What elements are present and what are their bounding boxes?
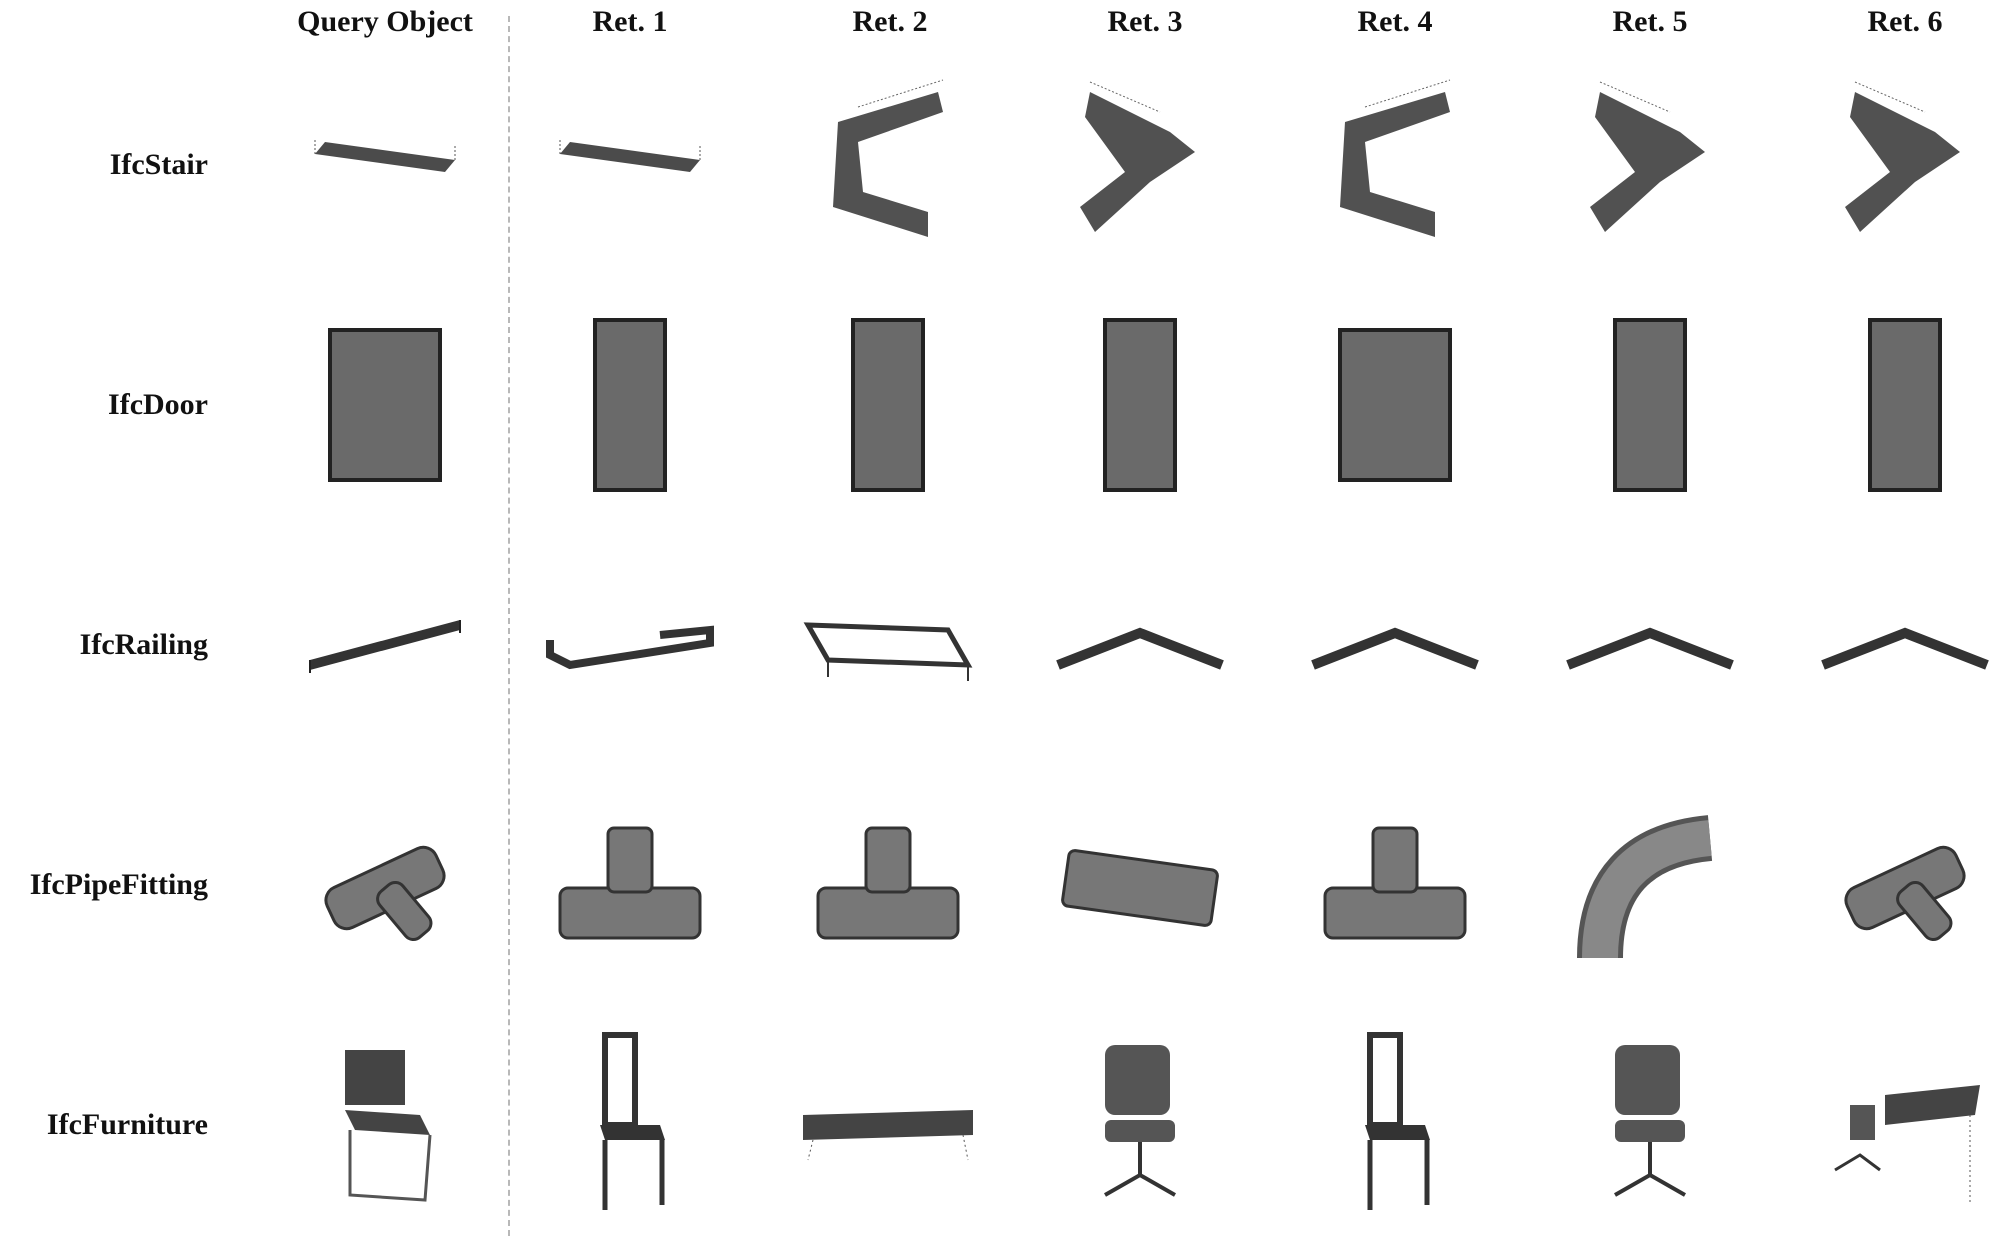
row-label-ifcstair: IfcStair bbox=[109, 148, 208, 181]
v-stair-icon bbox=[1590, 81, 1705, 232]
ifcrailing-query-pointcloud bbox=[275, 545, 495, 745]
chair-desk-icon bbox=[1834, 1085, 1980, 1205]
ifcfurniture-ret-1-pointcloud bbox=[520, 1025, 740, 1225]
ifcpipefitting-ret-5-pointcloud bbox=[1540, 788, 1760, 988]
ifcfurniture-ret-4-pointcloud bbox=[1285, 1025, 1505, 1225]
office-chair-icon bbox=[1104, 1045, 1176, 1197]
office-chair-icon bbox=[1614, 1045, 1686, 1197]
wye-fitting-icon bbox=[324, 845, 446, 942]
tee-fitting-icon bbox=[1323, 826, 1467, 940]
angled-railing-icon bbox=[1821, 627, 1989, 670]
column-header-ret-2: Ret. 2 bbox=[852, 5, 928, 38]
ifcdoor-ret-2-pointcloud bbox=[778, 305, 998, 505]
ifcstair-ret-3-pointcloud bbox=[1030, 62, 1250, 262]
wye-fitting-icon bbox=[1844, 845, 1966, 942]
u-railing-icon bbox=[546, 625, 714, 670]
row-label-ifcrailing: IfcRailing bbox=[79, 628, 208, 661]
row-label-ifcfurniture: IfcFurniture bbox=[46, 1108, 208, 1141]
ifcpipefitting-ret-4-pointcloud bbox=[1285, 788, 1505, 988]
ifcrailing-ret-1-pointcloud bbox=[520, 545, 740, 745]
ifcfurniture-ret-5-pointcloud bbox=[1540, 1025, 1760, 1225]
ifcrailing-ret-6-pointcloud bbox=[1795, 545, 2000, 745]
v-stair-icon bbox=[1080, 81, 1195, 232]
ifcdoor-query-pointcloud bbox=[275, 305, 495, 505]
column-header-ret-4: Ret. 4 bbox=[1357, 5, 1433, 38]
ifcpipefitting-ret-2-pointcloud bbox=[778, 788, 998, 988]
ifcfurniture-ret-6-pointcloud bbox=[1795, 1025, 2000, 1225]
ifcfurniture-query-pointcloud bbox=[275, 1025, 495, 1225]
query-divider bbox=[508, 16, 510, 1236]
ifcdoor-ret-5-pointcloud bbox=[1540, 305, 1760, 505]
ifcpipefitting-query-pointcloud bbox=[275, 788, 495, 988]
column-header-ret-3: Ret. 3 bbox=[1107, 5, 1183, 38]
narrow-door-icon bbox=[1868, 318, 1942, 492]
ifcpipefitting-ret-6-pointcloud bbox=[1795, 788, 2000, 988]
ifcfurniture-ret-2-pointcloud bbox=[778, 1025, 998, 1225]
ifcdoor-ret-1-pointcloud bbox=[520, 305, 740, 505]
tall-chair-icon bbox=[600, 1032, 665, 1210]
l-stair-icon bbox=[1340, 79, 1451, 237]
table-set-icon bbox=[803, 1110, 973, 1161]
ifcdoor-ret-4-pointcloud bbox=[1285, 305, 1505, 505]
ifcrailing-ret-5-pointcloud bbox=[1540, 545, 1760, 745]
ifcstair-ret-1-pointcloud bbox=[520, 62, 740, 262]
ifcstair-ret-4-pointcloud bbox=[1285, 62, 1505, 262]
column-header-query: Query Object bbox=[297, 5, 473, 38]
ifcstair-ret-2-pointcloud bbox=[778, 62, 998, 262]
ifcstair-ret-5-pointcloud bbox=[1540, 62, 1760, 262]
tee-fitting-icon bbox=[816, 826, 960, 940]
narrow-door-icon bbox=[1613, 318, 1687, 492]
column-header-ret-6: Ret. 6 bbox=[1867, 5, 1943, 38]
angled-railing-icon bbox=[1056, 627, 1224, 670]
straight-fitting-icon bbox=[1061, 849, 1219, 927]
ifcrailing-ret-2-pointcloud bbox=[778, 545, 998, 745]
row-label-ifcpipefitting: IfcPipeFitting bbox=[29, 868, 208, 901]
ifcrailing-ret-4-pointcloud bbox=[1285, 545, 1505, 745]
angled-railing-icon bbox=[1311, 627, 1479, 670]
l-stair-icon bbox=[833, 79, 944, 237]
tall-chair-icon bbox=[1365, 1032, 1430, 1210]
ifcdoor-ret-6-pointcloud bbox=[1795, 305, 2000, 505]
column-header-ret-5: Ret. 5 bbox=[1612, 5, 1688, 38]
ifcrailing-ret-3-pointcloud bbox=[1030, 545, 1250, 745]
narrow-door-icon bbox=[1103, 318, 1177, 492]
column-header-ret-1: Ret. 1 bbox=[592, 5, 668, 38]
straight-railing-icon bbox=[309, 620, 461, 673]
elbow-fitting-icon bbox=[1577, 815, 1713, 959]
ifcpipefitting-ret-3-pointcloud bbox=[1030, 788, 1250, 988]
ifcdoor-ret-3-pointcloud bbox=[1030, 305, 1250, 505]
angled-railing-icon bbox=[1566, 627, 1734, 670]
cantilever-chair-icon bbox=[345, 1050, 432, 1202]
ifcpipefitting-ret-1-pointcloud bbox=[520, 788, 740, 988]
ifcfurniture-ret-3-pointcloud bbox=[1030, 1025, 1250, 1225]
ifcstair-query-pointcloud bbox=[275, 62, 495, 262]
flat-stair-icon bbox=[559, 140, 701, 172]
narrow-door-icon bbox=[851, 318, 925, 492]
box-railing-icon bbox=[803, 622, 973, 681]
wide-door-icon bbox=[1338, 328, 1452, 482]
narrow-door-icon bbox=[593, 318, 667, 492]
flat-stair-icon bbox=[314, 140, 456, 172]
ifcstair-ret-6-pointcloud bbox=[1795, 62, 2000, 262]
tee-fitting-icon bbox=[558, 826, 702, 940]
v-stair-icon bbox=[1845, 81, 1960, 232]
wide-door-icon bbox=[328, 328, 442, 482]
row-label-ifcdoor: IfcDoor bbox=[108, 388, 208, 421]
